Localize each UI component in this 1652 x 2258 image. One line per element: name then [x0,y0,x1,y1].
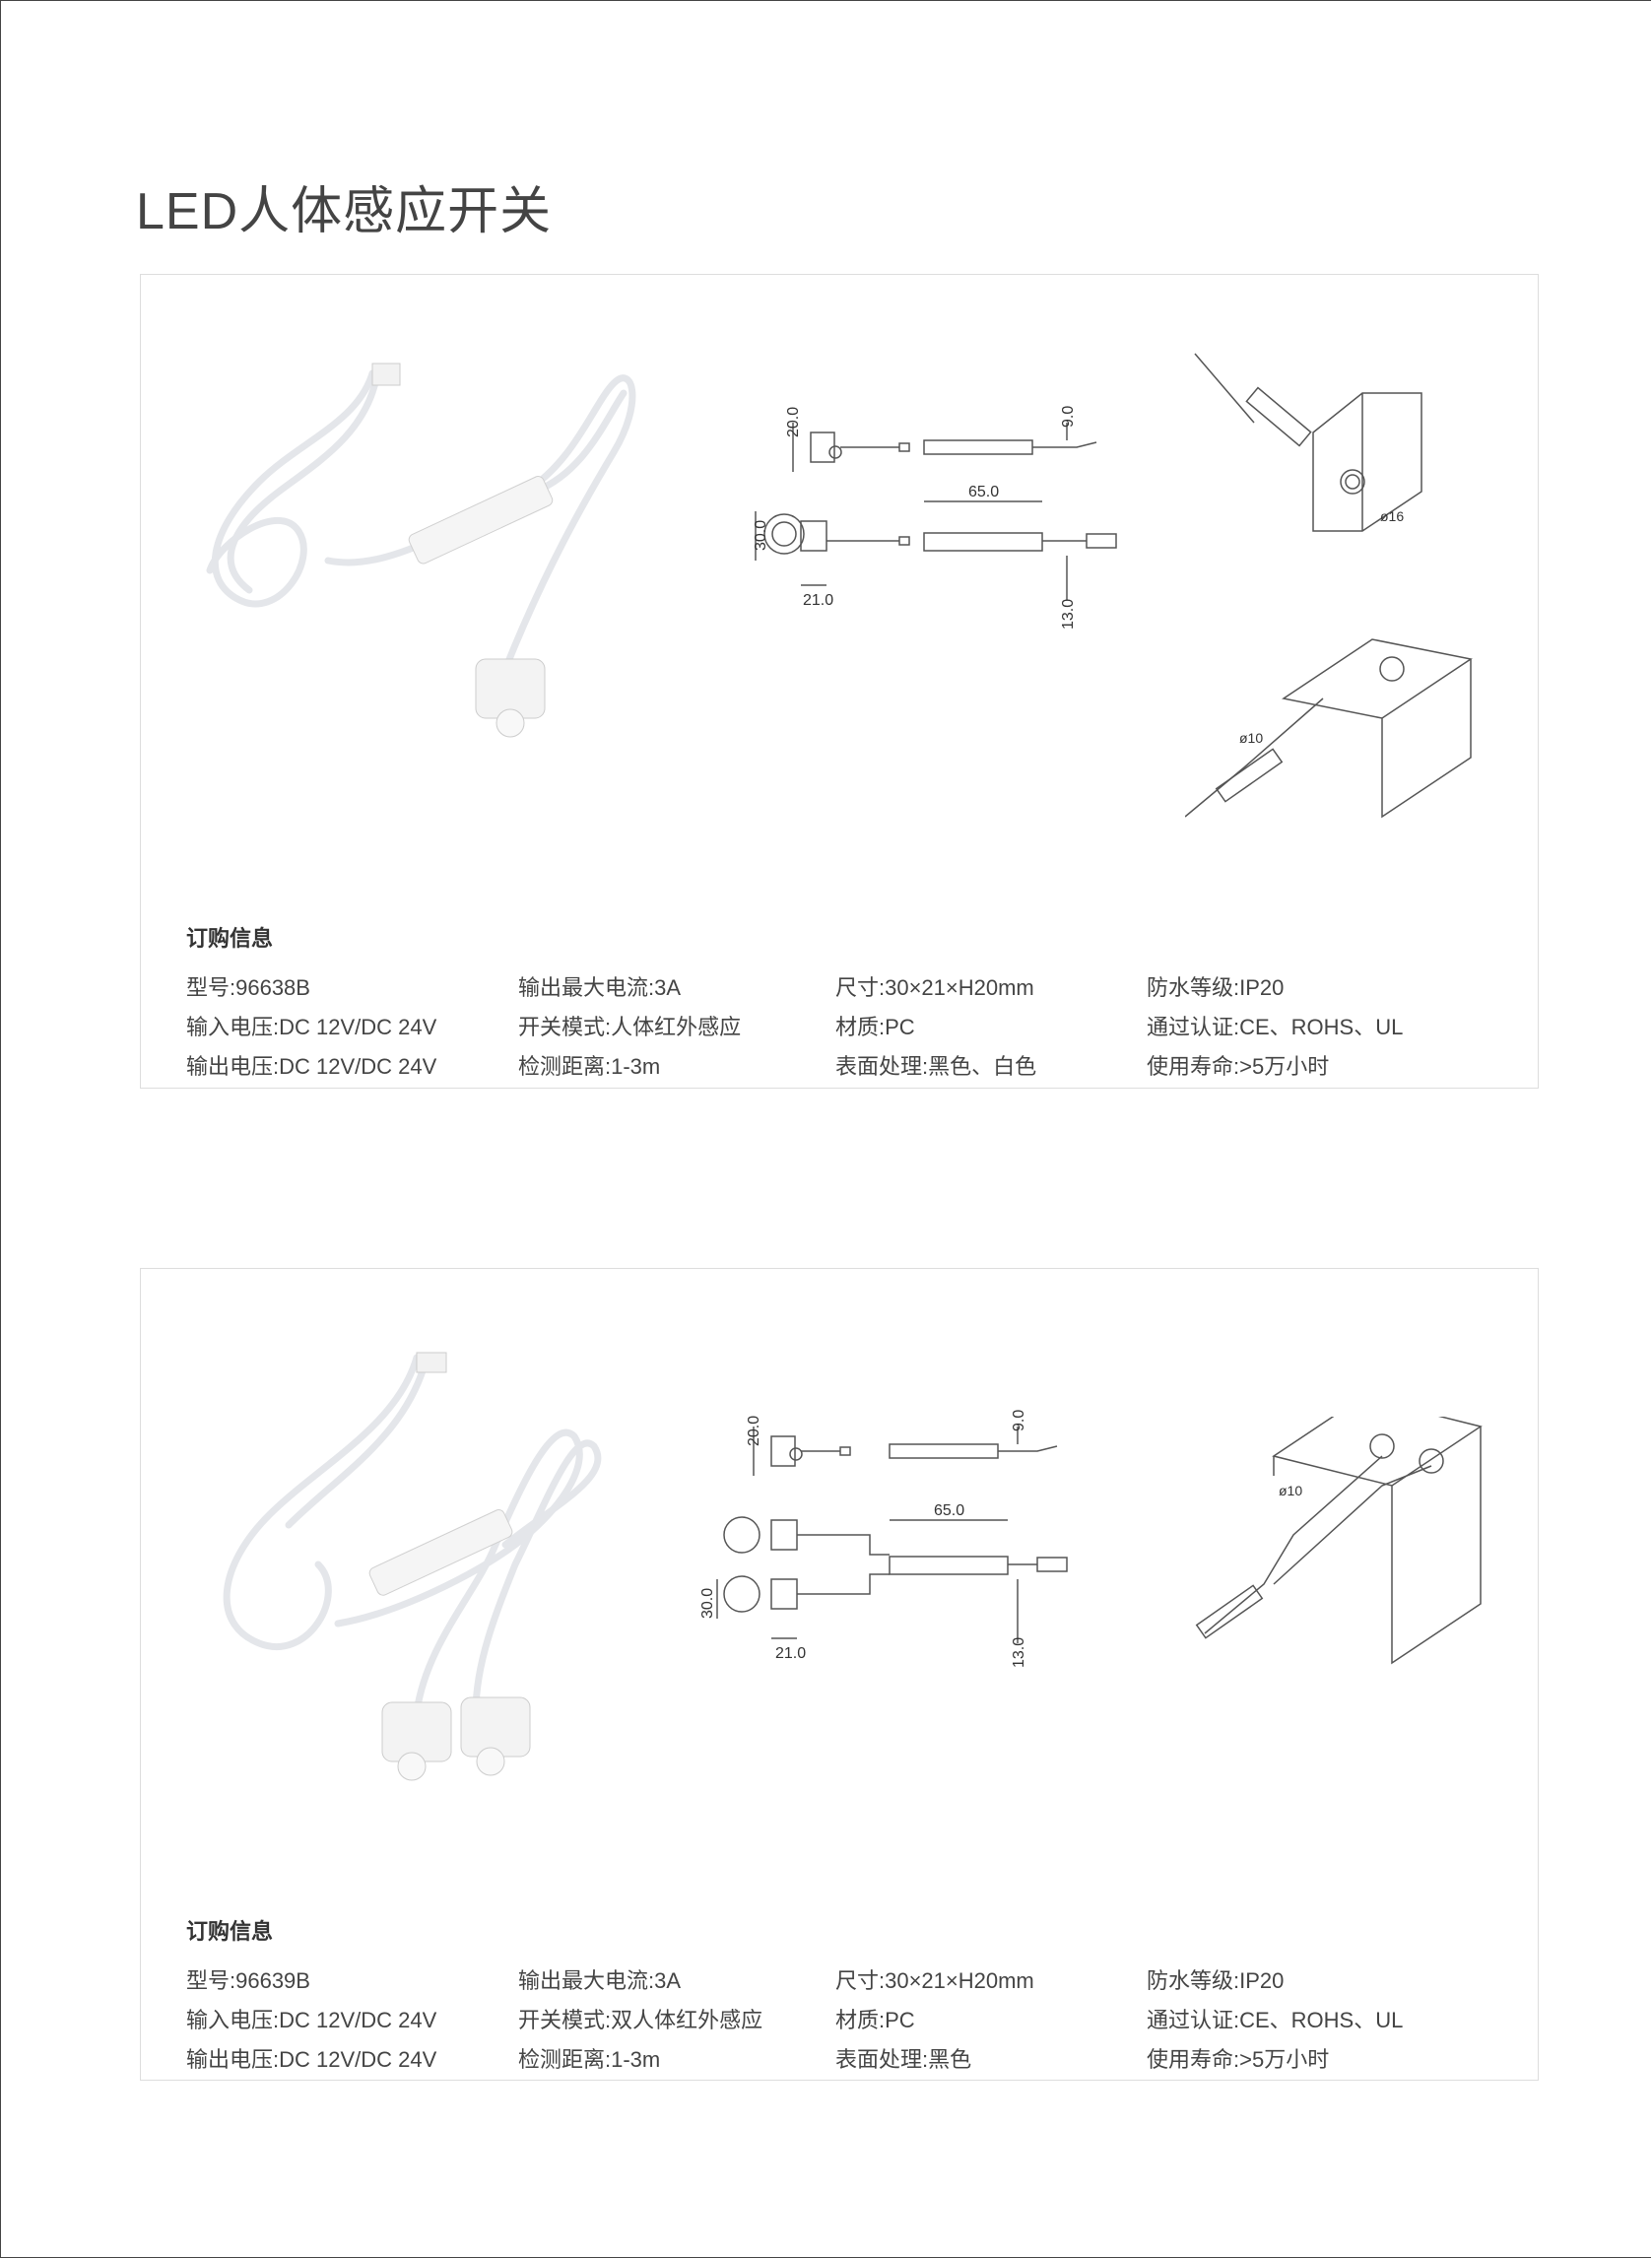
hole-diameter-10: ø10 [1239,730,1263,746]
page-title: LED人体感应开关 [136,183,553,240]
spec-max-current: 输出最大电流:3A [518,975,682,1000]
spec-size: 尺寸:30×21×H20mm [835,975,1034,1000]
dim-width: 9.0 [1011,1410,1027,1431]
spec-input-voltage: 输入电压:DC 12V/DC 24V [186,1015,437,1039]
dim-width: 9.0 [1060,406,1077,428]
spec-ip-rating: 防水等级:IP20 [1147,1968,1285,1993]
dim-height: 20.0 [746,1416,762,1446]
installation-diagram: ø10 [1195,1417,1483,1665]
spec-input-voltage: 输入电压:DC 12V/DC 24V [186,2008,437,2032]
spec-max-current: 输出最大电流:3A [518,1968,682,1993]
spec-material: 材质:PC [835,2008,915,2032]
spec-certification: 通过认证:CE、ROHS、UL [1147,2008,1404,2032]
spec-switch-mode: 开关模式:人体红外感应 [518,1015,742,1039]
spec-lifespan: 使用寿命:>5万小时 [1147,2047,1330,2072]
spec-output-voltage: 输出电压:DC 12V/DC 24V [186,1054,437,1079]
dim-depth: 21.0 [775,1645,806,1662]
dim-cable: 13.0 [1011,1637,1027,1668]
spec-certification: 通过认证:CE、ROHS、UL [1147,1015,1404,1039]
spec-lifespan: 使用寿命:>5万小时 [1147,1054,1330,1079]
hole-diameter-10: ø10 [1279,1483,1302,1498]
hole-diameter-16: ø16 [1380,508,1404,524]
spec-material: 材质:PC [835,1015,915,1039]
spec-model: 型号:96639B [186,1968,310,1993]
dim-height: 20.0 [785,407,802,437]
spec-detection-range: 检测距离:1-3m [518,1054,661,1079]
product-panel-96638B: 20.0 9.0 65.0 30.0 21.0 13.0 ø16 ø10 订购信… [140,274,1539,1089]
dim-cable: 13.0 [1060,599,1077,630]
spec-finish: 表面处理:黑色 [835,2047,972,2072]
dim-diameter: 30.0 [699,1588,716,1619]
dim-length: 65.0 [968,484,999,500]
spec-output-voltage: 输出电压:DC 12V/DC 24V [186,2047,437,2072]
spec-switch-mode: 开关模式:双人体红外感应 [518,2008,763,2032]
ordering-info-heading: 订购信息 [186,926,274,951]
spec-finish: 表面处理:黑色、白色 [835,1054,1037,1079]
dimension-drawing: 20.0 9.0 65.0 30.0 21.0 13.0 [699,1410,1068,1668]
dim-diameter: 30.0 [753,520,769,551]
spec-model: 型号:96638B [186,975,310,1000]
spec-detection-range: 检测距离:1-3m [518,2047,661,2072]
dim-length: 65.0 [934,1502,964,1519]
dim-depth: 21.0 [803,592,833,609]
installation-diagram: ø16 ø10 [1185,353,1473,819]
ordering-info-heading: 订购信息 [186,1919,274,1944]
spec-size: 尺寸:30×21×H20mm [835,1968,1034,1993]
spec-ip-rating: 防水等级:IP20 [1147,975,1285,1000]
dimension-drawing: 20.0 9.0 65.0 30.0 21.0 13.0 [753,406,1117,630]
product-photo [206,363,636,738]
product-photo [223,1352,602,1781]
product-panel-96639B: 20.0 9.0 65.0 30.0 21.0 13.0 ø10 订购信息 型号… [140,1268,1539,2081]
